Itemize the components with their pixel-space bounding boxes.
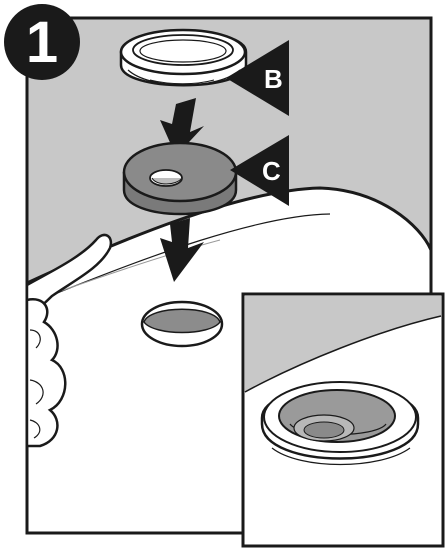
mounting-hole — [142, 302, 222, 346]
step-number: 1 — [26, 10, 58, 75]
callout-b-letter: B — [264, 64, 283, 94]
escutcheon-ring-b — [121, 30, 246, 85]
rubber-gasket-c — [124, 143, 236, 214]
step-number-badge: 1 — [4, 4, 80, 80]
inset-detail-panel — [243, 294, 443, 546]
callout-c-letter: C — [262, 156, 281, 186]
